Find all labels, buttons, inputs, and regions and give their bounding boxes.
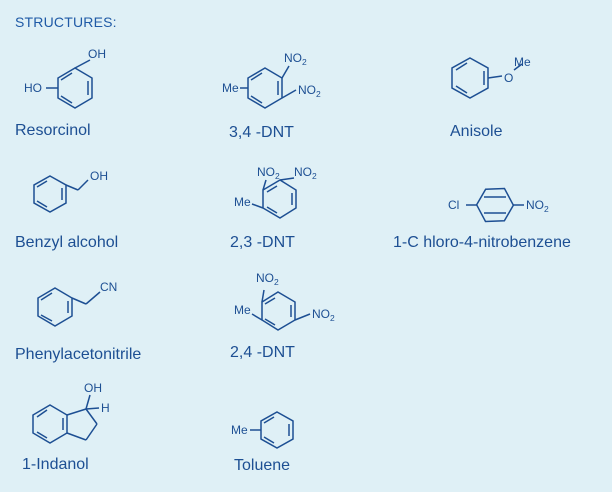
anisole-atom-o: O — [504, 71, 513, 85]
compound-label-indanol: 1-Indanol — [22, 456, 89, 473]
dnt-23-atom-no2-left: NO2 — [257, 165, 280, 181]
compound-label-dnt-23: 2,3 -DNT — [230, 234, 295, 251]
dnt-23-structure: NO2 NO2 Me — [234, 165, 317, 219]
dnt-23-atom-no2-right: NO2 — [294, 165, 317, 181]
dnt-34-structure: NO2 Me NO2 — [222, 51, 321, 109]
resorcinol-atom-oh: OH — [88, 47, 106, 61]
compound-label-chloronitrobenzene: 1-C hloro-4-nitrobenzene — [393, 234, 571, 251]
section-heading: STRUCTURES: — [15, 14, 117, 30]
toluene-structure: Me — [231, 411, 294, 449]
resorcinol-structure: OH HO — [24, 47, 106, 109]
compound-label-dnt-34: 3,4 -DNT — [229, 124, 294, 141]
indanol-structure: OH H — [32, 381, 110, 444]
compound-label-toluene: Toluene — [234, 457, 291, 474]
compound-label-phenylacetonitrile: Phenylacetonitrile — [15, 346, 142, 363]
chloronitrobenzene-structure: Cl NO2 — [448, 187, 549, 223]
dnt-34-atom-no2-top: NO2 — [284, 51, 307, 67]
compound-label-dnt-24: 2,4 -DNT — [230, 344, 295, 361]
dnt-24-structure: NO2 Me NO2 — [234, 271, 335, 331]
indanol-atom-oh: OH — [84, 381, 102, 395]
dnt-24-atom-no2-top: NO2 — [256, 271, 279, 287]
anisole-atom-me: Me — [514, 55, 531, 69]
chloronitrobenzene-atom-no2: NO2 — [526, 198, 549, 214]
dnt-24-atom-me: Me — [234, 303, 251, 317]
dnt-24-atom-no2-right: NO2 — [312, 307, 335, 323]
phenylacetonitrile-atom-cn: CN — [100, 280, 117, 294]
compound-label-anisole: Anisole — [450, 123, 503, 140]
phenylacetonitrile-structure: CN — [37, 280, 117, 327]
toluene-atom-me: Me — [231, 423, 248, 437]
indanol-atom-h: H — [101, 401, 110, 415]
compound-label-benzyl-alcohol: Benzyl alcohol — [15, 234, 119, 251]
benzyl-alcohol-structure: OH — [33, 169, 108, 213]
benzyl-alcohol-atom-oh: OH — [90, 169, 108, 183]
compound-label-resorcinol: Resorcinol — [15, 122, 91, 139]
anisole-structure: Me O — [451, 55, 531, 99]
chloronitrobenzene-atom-cl: Cl — [448, 198, 459, 212]
resorcinol-atom-ho: HO — [24, 81, 42, 95]
dnt-23-atom-me: Me — [234, 195, 251, 209]
dnt-34-atom-me: Me — [222, 81, 239, 95]
dnt-34-atom-no2-right: NO2 — [298, 83, 321, 99]
